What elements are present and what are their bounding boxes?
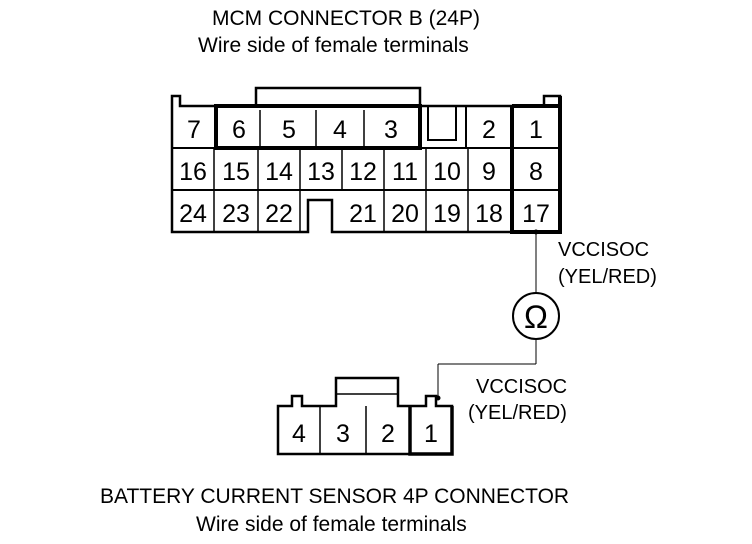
- ohm-symbol-icon: Ω: [524, 299, 548, 335]
- top-connector-title: MCM CONNECTOR B (24P): [212, 7, 480, 30]
- sensor-connector-outline: [276, 376, 454, 456]
- mcm-terminal-22: 22: [265, 200, 293, 228]
- top-wire-label-color: (YEL/RED): [558, 266, 657, 288]
- mcm-terminal-21: 21: [349, 200, 377, 228]
- sensor-terminal-1: 1: [424, 420, 438, 448]
- mcm-terminal-15: 15: [222, 158, 250, 186]
- mcm-terminal-12: 12: [349, 158, 377, 186]
- sensor-terminals: 4 3 2 1: [292, 420, 438, 448]
- ohmmeter-circle: [512, 292, 560, 340]
- probe-wires: [435, 229, 539, 401]
- mcm-terminal-20: 20: [391, 200, 419, 228]
- mcm-terminal-2: 2: [482, 116, 496, 144]
- mcm-terminal-14: 14: [265, 158, 293, 186]
- mcm-terminal-8: 8: [529, 158, 543, 186]
- mcm-terminal-24: 24: [179, 200, 207, 228]
- bottom-connector-title: BATTERY CURRENT SENSOR 4P CONNECTOR: [100, 485, 569, 508]
- sensor-connector: [276, 376, 454, 456]
- sensor-terminal-2: 2: [381, 420, 395, 448]
- mcm-row-1: 7 6 5 4 3 2 1: [187, 116, 543, 144]
- mcm-terminal-4: 4: [333, 116, 347, 144]
- mcm-terminal-10: 10: [433, 158, 461, 186]
- mcm-terminal-5: 5: [282, 116, 296, 144]
- mcm-terminal-16: 16: [179, 158, 207, 186]
- mcm-terminal-1: 1: [529, 116, 543, 144]
- bottom-wire-label-name: VCCISOC: [476, 376, 567, 398]
- mcm-terminal-11: 11: [392, 158, 418, 186]
- sensor-terminal-4: 4: [292, 420, 306, 448]
- mcm-terminal-23: 23: [222, 200, 250, 228]
- ohmmeter: Ω: [512, 292, 560, 340]
- bottom-connector-subtitle: Wire side of female terminals: [196, 513, 467, 536]
- mcm-terminal-13: 13: [307, 158, 335, 186]
- mcm-terminal-19: 19: [433, 200, 461, 228]
- mcm-terminal-9: 9: [482, 158, 496, 186]
- mcm-terminal-18: 18: [475, 200, 503, 228]
- mcm-terminal-7: 7: [187, 116, 201, 144]
- mcm-terminal-3: 3: [384, 116, 398, 144]
- mcm-row-3: 24 23 22 21 20 19 18 17: [179, 200, 550, 228]
- top-wire-label-name: VCCISOC: [558, 239, 649, 261]
- mcm-terminal-17: 17: [522, 200, 550, 228]
- top-connector-subtitle: Wire side of female terminals: [198, 34, 469, 57]
- mcm-row-2: 16 15 14 13 12 11 10 9 8: [179, 158, 543, 186]
- mcm-terminal-6: 6: [232, 116, 246, 144]
- bottom-wire-label-color: (YEL/RED): [468, 402, 567, 424]
- sensor-terminal-3: 3: [336, 420, 350, 448]
